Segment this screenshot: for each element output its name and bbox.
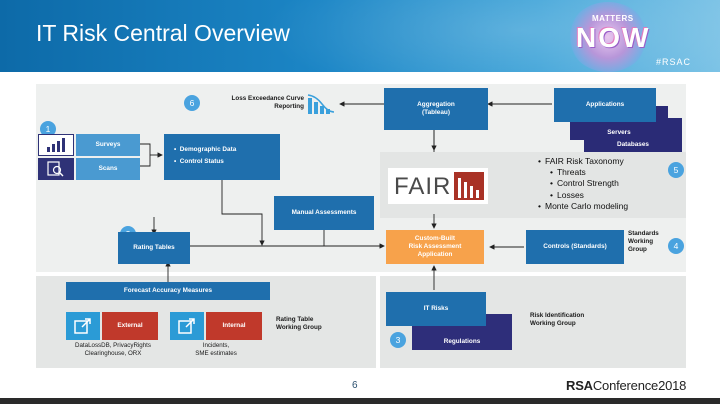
header-bar: IT Risk Central Overview MATTERS NOW #RS… [0,0,720,100]
external-box: External [102,312,158,340]
loss-curve-label: Loss Exceedance Curve Reporting [231,95,304,111]
step-badge-5: 5 [668,162,684,178]
rsa-conference-logo: RSAConference2018 [566,378,686,393]
fair-logo-bars [454,172,484,200]
rsac-theme-logo: MATTERS NOW #RSAC [564,2,694,72]
step-badge-1: 1 [40,121,56,137]
demographic-data-item: • Demographic Data [174,146,237,153]
custom-risk-app-box: Custom-Built Risk Assessment Application [386,230,484,264]
brand-bold: RSA [566,378,593,393]
step-badge-6: 6 [184,95,200,111]
logo-now-text: NOW [576,22,651,53]
page-number: 6 [352,380,358,391]
it-risks-box: IT Risks [386,292,486,326]
survey-chart-icon [38,134,74,156]
brand-rest: Conference [592,378,659,393]
internal-link-icon [170,312,204,340]
forecast-accuracy-box: Forecast Accuracy Measures [66,282,270,300]
fair-taxonomy-list: FAIR Risk Taxonomy Threats Control Stren… [538,156,628,212]
surveys-box: Surveys [76,134,140,156]
page-title: IT Risk Central Overview [36,20,290,46]
taxonomy-subitem: Threats [538,167,628,178]
standards-working-group-label: Standards Working Group [628,230,659,254]
footer-bar [0,398,720,404]
logo-matters-text: MATTERS [592,14,634,23]
applications-box: Applications [554,88,656,122]
controls-standards-box: Controls (Standards) [526,230,624,264]
brand-year: 2018 [658,378,687,393]
external-sources-text: DataLossDB, PrivacyRights Clearinghouse,… [75,342,151,358]
taxonomy-item: FAIR Risk Taxonomy [538,156,628,167]
external-link-icon [66,312,100,340]
demographic-box: • Demographic Data • Control Status [164,134,280,180]
rating-tables-box: Rating Tables [118,232,190,264]
step-badge-3: 3 [390,332,406,348]
fair-logo: FAIR [388,168,488,204]
control-status-item: • Control Status [174,158,224,166]
fair-logo-text: FAIR [394,173,452,200]
internal-sources-text: Incidents, SME estimates [195,342,237,358]
taxonomy-item: Monte Carlo modeling [538,201,628,212]
scan-magnifier-icon [38,158,74,180]
internal-box: Internal [206,312,262,340]
taxonomy-subitem: Losses [538,190,628,201]
taxonomy-subitem: Control Strength [538,178,628,189]
logo-ring [568,2,648,72]
loss-curve-chart-icon [306,92,336,116]
step-badge-4: 4 [668,238,684,254]
manual-assessments-box: Manual Assessments [274,196,374,230]
risk-identification-working-group-label: Risk Identification Working Group [530,312,585,328]
scans-box: Scans [76,158,140,180]
rating-table-working-group-label: Rating Table Working Group [276,316,322,332]
aggregation-box: Aggregation (Tableau) [384,88,488,130]
hashtag: #RSAC [656,57,692,67]
